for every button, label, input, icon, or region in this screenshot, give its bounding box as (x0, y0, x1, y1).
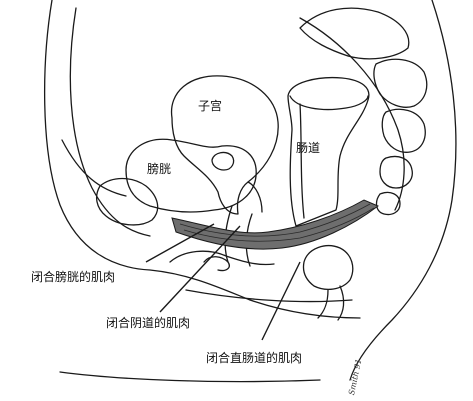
sacrum-inner (300, 18, 404, 210)
label-vagina-muscle: 闭合阴道的肌肉 (106, 316, 190, 330)
sacrum-outline (350, 0, 456, 380)
abdominal-wall (62, 140, 126, 196)
anus-fringe (318, 286, 344, 320)
pubic-bone (97, 179, 158, 225)
bladder-outline (126, 139, 256, 212)
label-bladder: 膀胱 (147, 162, 171, 176)
vertebra-4 (380, 157, 412, 189)
vertebra-1 (300, 8, 409, 59)
bowel-inner-left (300, 104, 304, 218)
anus-outline (303, 246, 352, 290)
vertebra-2 (374, 59, 427, 107)
label-rectum-muscle: 闭合直肠道的肌肉 (206, 351, 302, 365)
pelvic-floor-muscle (172, 200, 378, 249)
label-bowel: 肠道 (296, 141, 320, 155)
vulva-detail (204, 257, 229, 271)
lower-outline (60, 372, 320, 382)
uterus-fold (248, 182, 262, 212)
vertebra-3 (382, 109, 425, 152)
label-bladder-muscle: 闭合膀胱的肌肉 (31, 270, 115, 284)
bladder-opening (212, 153, 234, 170)
label-uterus: 子宫 (198, 99, 222, 113)
vertebra-5 (377, 192, 400, 214)
body-outline-inner-left (70, 8, 150, 236)
uterus-outline (172, 76, 279, 214)
bowel-lumen (290, 96, 368, 110)
